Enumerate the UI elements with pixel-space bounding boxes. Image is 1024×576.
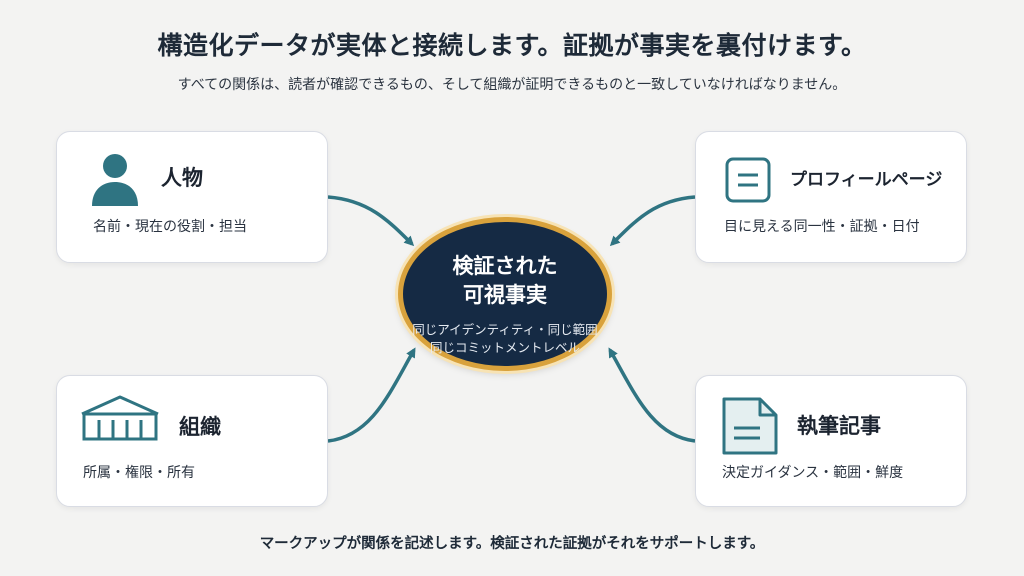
card-person-label: 人物 — [161, 166, 203, 190]
document-icon — [720, 396, 780, 460]
connector-profile — [609, 195, 696, 247]
card-article-label: 執筆記事 — [797, 414, 881, 438]
profile-page-icon — [724, 156, 772, 208]
card-profile-page-label: プロフィールページ — [790, 170, 943, 190]
hub-title-line1: 検証された — [452, 254, 558, 278]
connector-organization — [327, 347, 416, 443]
card-person: 人物 名前・現在の役割・担当 — [56, 131, 328, 263]
hub-title: 検証された 可視事実 — [403, 252, 607, 310]
page-subtitle: すべての関係は、読者が確認できるもの、そして組織が証明できるものと一致していなけ… — [177, 77, 847, 93]
verified-facts-hub: 検証された 可視事実 同じアイデンティティ・同じ範囲 同じコミットメントレベル — [398, 217, 612, 371]
footer-caption: マークアップが関係を記述します。検証された証拠がそれをサポートします。 — [259, 536, 765, 552]
card-organization-desc: 所属・権限・所有 — [83, 465, 195, 481]
card-profile-page: プロフィールページ 目に見える同一性・証拠・日付 — [695, 131, 967, 263]
person-icon — [90, 152, 140, 212]
hub-title-line2: 可視事実 — [463, 283, 547, 307]
hub-sub-line2: 同じコミットメントレベル — [429, 340, 580, 355]
card-person-desc: 名前・現在の役割・担当 — [93, 219, 247, 235]
connector-article — [608, 347, 696, 443]
page-title: 構造化データが実体と接続します。証拠が事実を裏付けます。 — [157, 31, 867, 60]
hub-sub-line1: 同じアイデンティティ・同じ範囲 — [412, 322, 598, 337]
card-organization-label: 組織 — [179, 415, 221, 439]
card-organization: 組織 所属・権限・所有 — [56, 375, 328, 507]
card-article-desc: 決定ガイダンス・範囲・鮮度 — [722, 465, 904, 481]
building-icon — [79, 394, 161, 446]
connector-person — [327, 195, 415, 247]
hub-subtitle: 同じアイデンティティ・同じ範囲 同じコミットメントレベル — [403, 321, 607, 357]
card-article: 執筆記事 決定ガイダンス・範囲・鮮度 — [695, 375, 967, 507]
card-profile-page-desc: 目に見える同一性・証拠・日付 — [724, 219, 920, 235]
